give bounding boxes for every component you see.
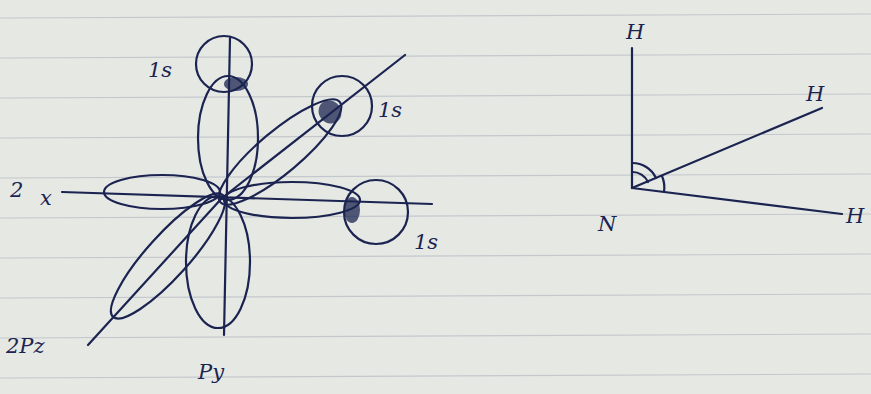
overlap-hatch [224,77,360,223]
orbital-lobes [62,36,432,345]
orbital-label: 2Pz [6,336,45,357]
orbital-label: Py [198,362,224,383]
orbital-label: 1s [148,60,172,81]
orbital-label: 1s [378,100,402,121]
orbital-label: H [846,206,864,227]
orbital-label: 2 [10,180,23,201]
orbital-label: H [626,22,644,43]
orbital-label: 1s [414,232,438,253]
orbital-label: H [806,84,824,105]
ammonia-geometry [632,48,842,214]
orbital-label: x [40,188,52,209]
notebook-rules [0,14,871,378]
orbital-label: N [598,214,616,235]
